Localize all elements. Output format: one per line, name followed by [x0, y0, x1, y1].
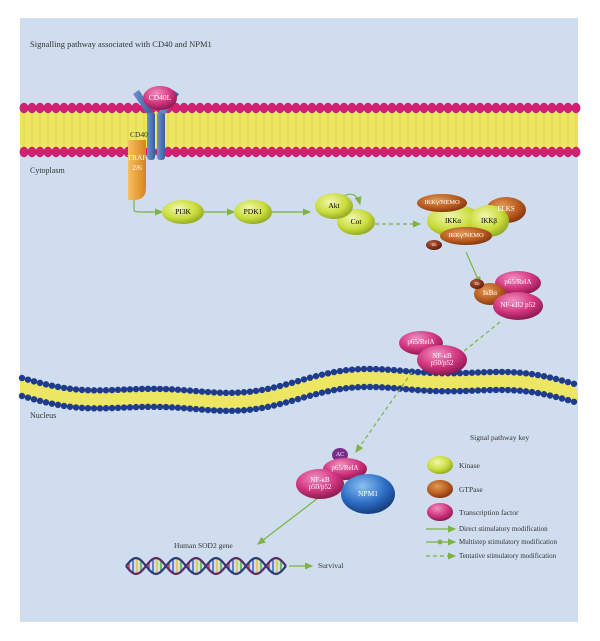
pi3k-label: PI3K — [175, 207, 191, 217]
ikkb-label: IKKβ — [480, 217, 497, 226]
cot-label: Cot — [350, 217, 362, 227]
direct-arrows — [133, 193, 481, 570]
cd40l-label: CD40L — [148, 93, 172, 103]
pdk1-node — [234, 200, 272, 224]
legend-tf-swatch — [427, 503, 453, 521]
ac-label: AC — [335, 451, 345, 458]
legend-title: Signal pathway key — [470, 433, 530, 442]
ikka-label: IKKα — [444, 217, 462, 226]
elks-label: ELKS — [497, 205, 515, 214]
p65-rela-label-3: p65/RelA — [331, 464, 359, 473]
plasma-membrane — [19, 102, 581, 158]
p65-rela-label-1: p65/RelA — [504, 278, 532, 287]
legend-kinase-label: Kinase — [459, 461, 480, 470]
nucleus-label: Nucleus — [30, 411, 57, 420]
dna-helix — [125, 556, 287, 576]
legend-tf-label: Transcription factor — [459, 508, 519, 517]
nfkb-p50p52-label-1: NF-κB p50/p52 — [430, 351, 454, 367]
ikkg-top-node — [417, 194, 467, 212]
nfkb2-p52-label: NF-κB2 p52 — [500, 301, 536, 310]
ub-label-2: Ub — [474, 280, 480, 286]
ikkg-bottom-label: IKKγ/NEMO — [448, 231, 484, 239]
traf-to-pi3k-arrow — [133, 200, 164, 216]
akt-node — [315, 193, 353, 219]
legend-direct-label: Direct stimulatory modification — [459, 525, 548, 533]
legend-multistep-label: Multistep stimulatory modification — [459, 538, 557, 546]
tentative-arrows — [355, 220, 501, 453]
nuclear-membrane — [18, 365, 578, 415]
cytoplasm-label: Cytoplasm — [30, 166, 65, 175]
legend-gtpase-swatch — [427, 480, 453, 498]
complex-to-gene-arrow — [257, 497, 319, 545]
traf-adaptor — [128, 140, 146, 200]
cd40l-ligand — [143, 86, 177, 110]
pdk1-label: PDK1 — [243, 207, 263, 217]
nfkb-p50p52-node-2 — [296, 469, 344, 499]
akt-label: Akt — [328, 201, 340, 211]
ub-node-1 — [426, 240, 442, 250]
traf-label: TRAF 2/6 — [127, 153, 147, 172]
legend-kinase-swatch — [427, 456, 453, 474]
legend-gtpase-label: GTPase — [459, 485, 483, 494]
ikba-label: IκBα — [482, 289, 498, 298]
npm1-node — [341, 474, 395, 514]
npm1-label: NPM1 — [357, 489, 378, 499]
pi3k-node — [162, 200, 204, 224]
legend-tentative-label: Tentative stimulatory modification — [459, 552, 557, 560]
diagram-title: Signalling pathway associated with CD40 … — [30, 39, 212, 49]
ikkg-top-label: IKKγ/NEMO — [424, 198, 460, 206]
nfkb-p50p52-label-2: NF-κB p50/p52 — [308, 475, 332, 491]
ikkg-bottom-node — [440, 227, 492, 245]
ikk-to-ikba-arrow — [465, 251, 481, 286]
nfkb-to-npm1-arrow — [355, 371, 413, 453]
ub-label-1: Ub — [431, 241, 437, 247]
p65-rela-label-2: p65/RelA — [407, 338, 435, 347]
nfkb2-p52-node — [493, 292, 543, 320]
survival-label: Survival — [318, 561, 344, 570]
p65-rela-node-1 — [495, 271, 541, 295]
sod2-gene-label: Human SOD2 gene — [174, 541, 233, 550]
ub-node-2 — [470, 279, 484, 289]
akt-to-cot-arrow — [343, 193, 362, 206]
cd40-label: CD40 — [130, 130, 148, 139]
nfkb-p50p52-node-1 — [417, 345, 467, 375]
